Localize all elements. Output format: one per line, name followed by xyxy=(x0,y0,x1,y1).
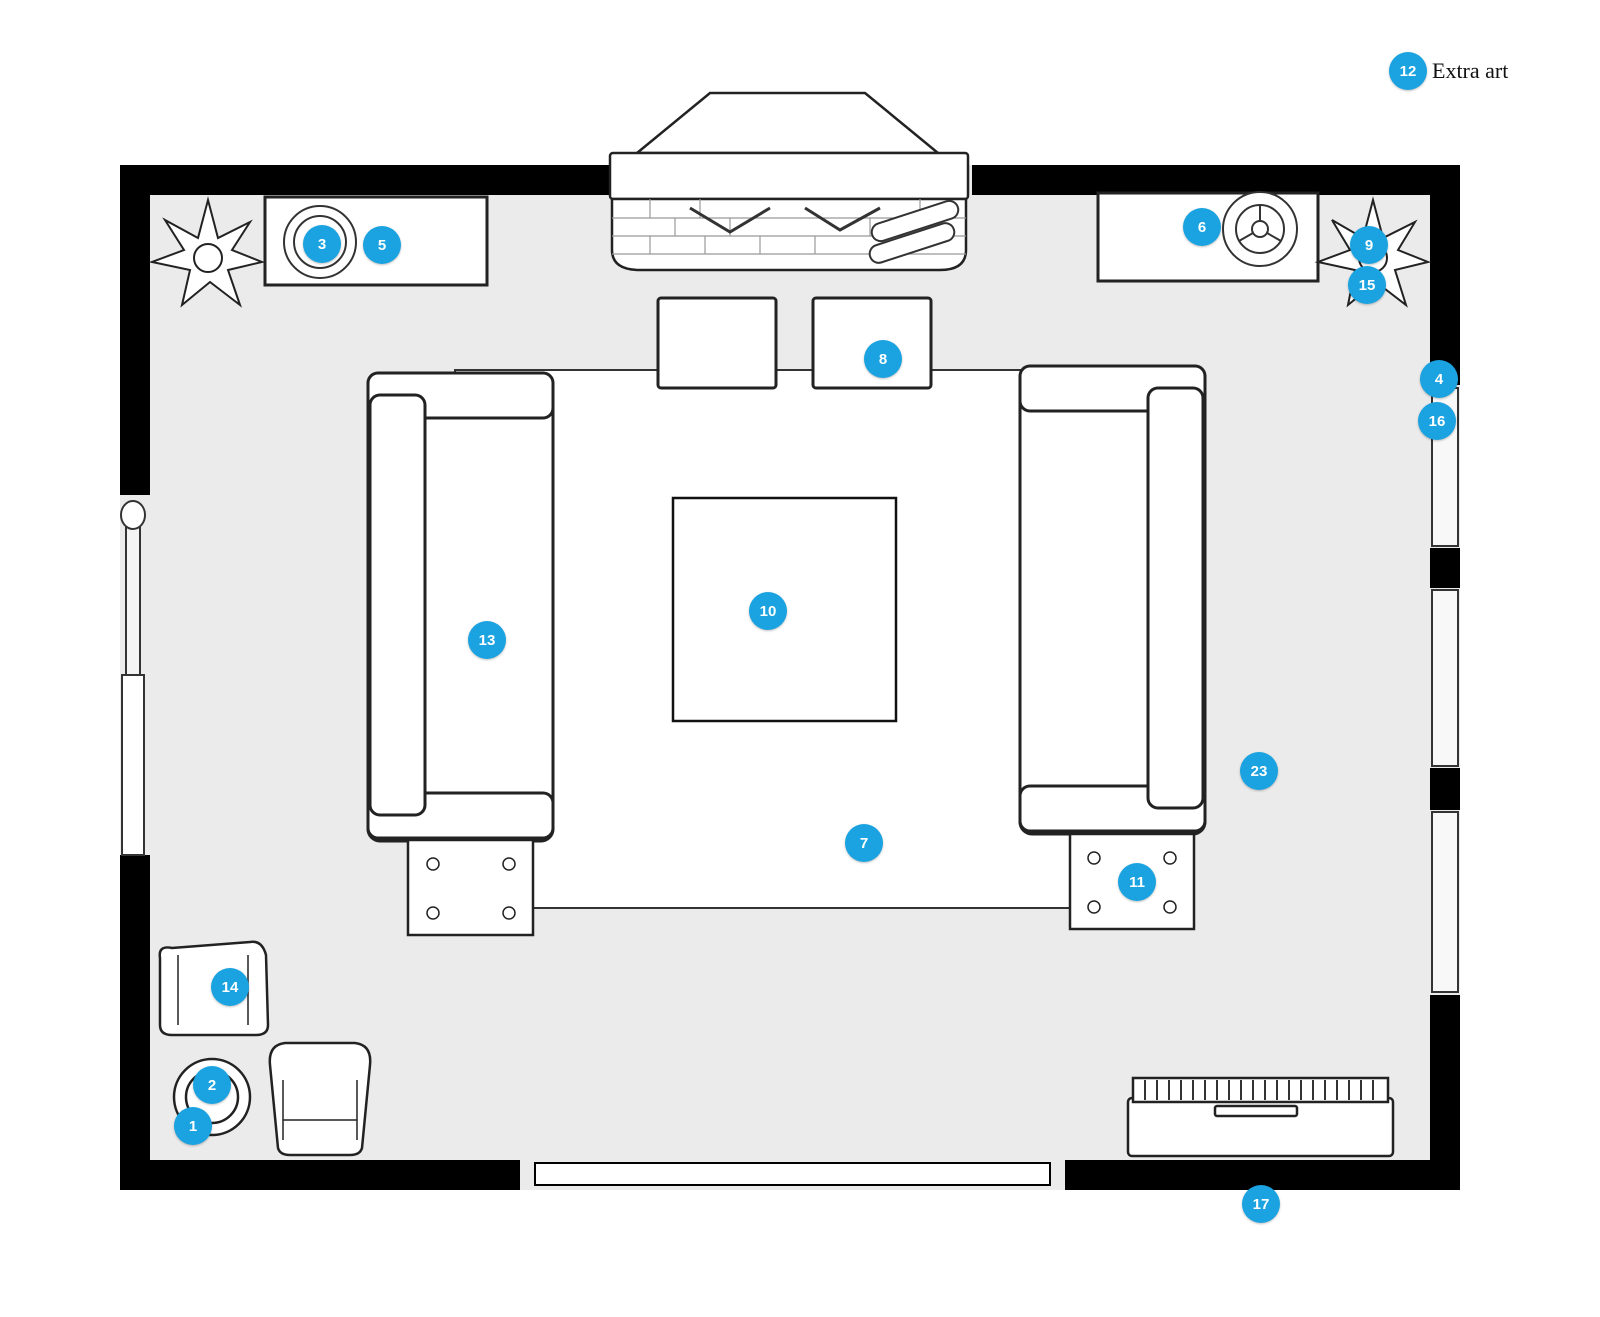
piano xyxy=(1126,1076,1395,1158)
marker-5[interactable]: 5 xyxy=(363,226,401,264)
marker-10[interactable]: 10 xyxy=(749,592,787,630)
marker-14[interactable]: 14 xyxy=(211,968,249,1006)
marker-6[interactable]: 6 xyxy=(1183,208,1221,246)
marker-17[interactable]: 17 xyxy=(1242,1185,1280,1223)
marker-2[interactable]: 2 xyxy=(193,1066,231,1104)
marker-9[interactable]: 9 xyxy=(1350,226,1388,264)
marker-11[interactable]: 11 xyxy=(1118,863,1156,901)
bottom-window xyxy=(534,1162,1051,1186)
right-windows xyxy=(1431,387,1459,993)
marker-23[interactable]: 23 xyxy=(1240,752,1278,790)
marker-7[interactable]: 7 xyxy=(845,824,883,862)
left-plant xyxy=(148,196,266,308)
right-sofa xyxy=(1018,364,1207,836)
marker-4[interactable]: 4 xyxy=(1420,360,1458,398)
left-door xyxy=(120,500,146,856)
marker-8[interactable]: 8 xyxy=(864,340,902,378)
marker-13[interactable]: 13 xyxy=(468,621,506,659)
marker-15[interactable]: 15 xyxy=(1348,266,1386,304)
legend-label: Extra art xyxy=(1432,58,1509,83)
marker-1[interactable]: 1 xyxy=(174,1107,212,1145)
legend-marker: 12 xyxy=(1389,52,1427,90)
right-console-lamp xyxy=(1222,191,1298,267)
marker-16[interactable]: 16 xyxy=(1418,402,1456,440)
fireplace xyxy=(608,91,970,272)
left-side-table xyxy=(406,838,535,937)
ottoman-left xyxy=(656,296,778,390)
armchair-bottom xyxy=(268,1041,372,1157)
marker-3[interactable]: 3 xyxy=(303,225,341,263)
left-sofa xyxy=(366,371,555,843)
